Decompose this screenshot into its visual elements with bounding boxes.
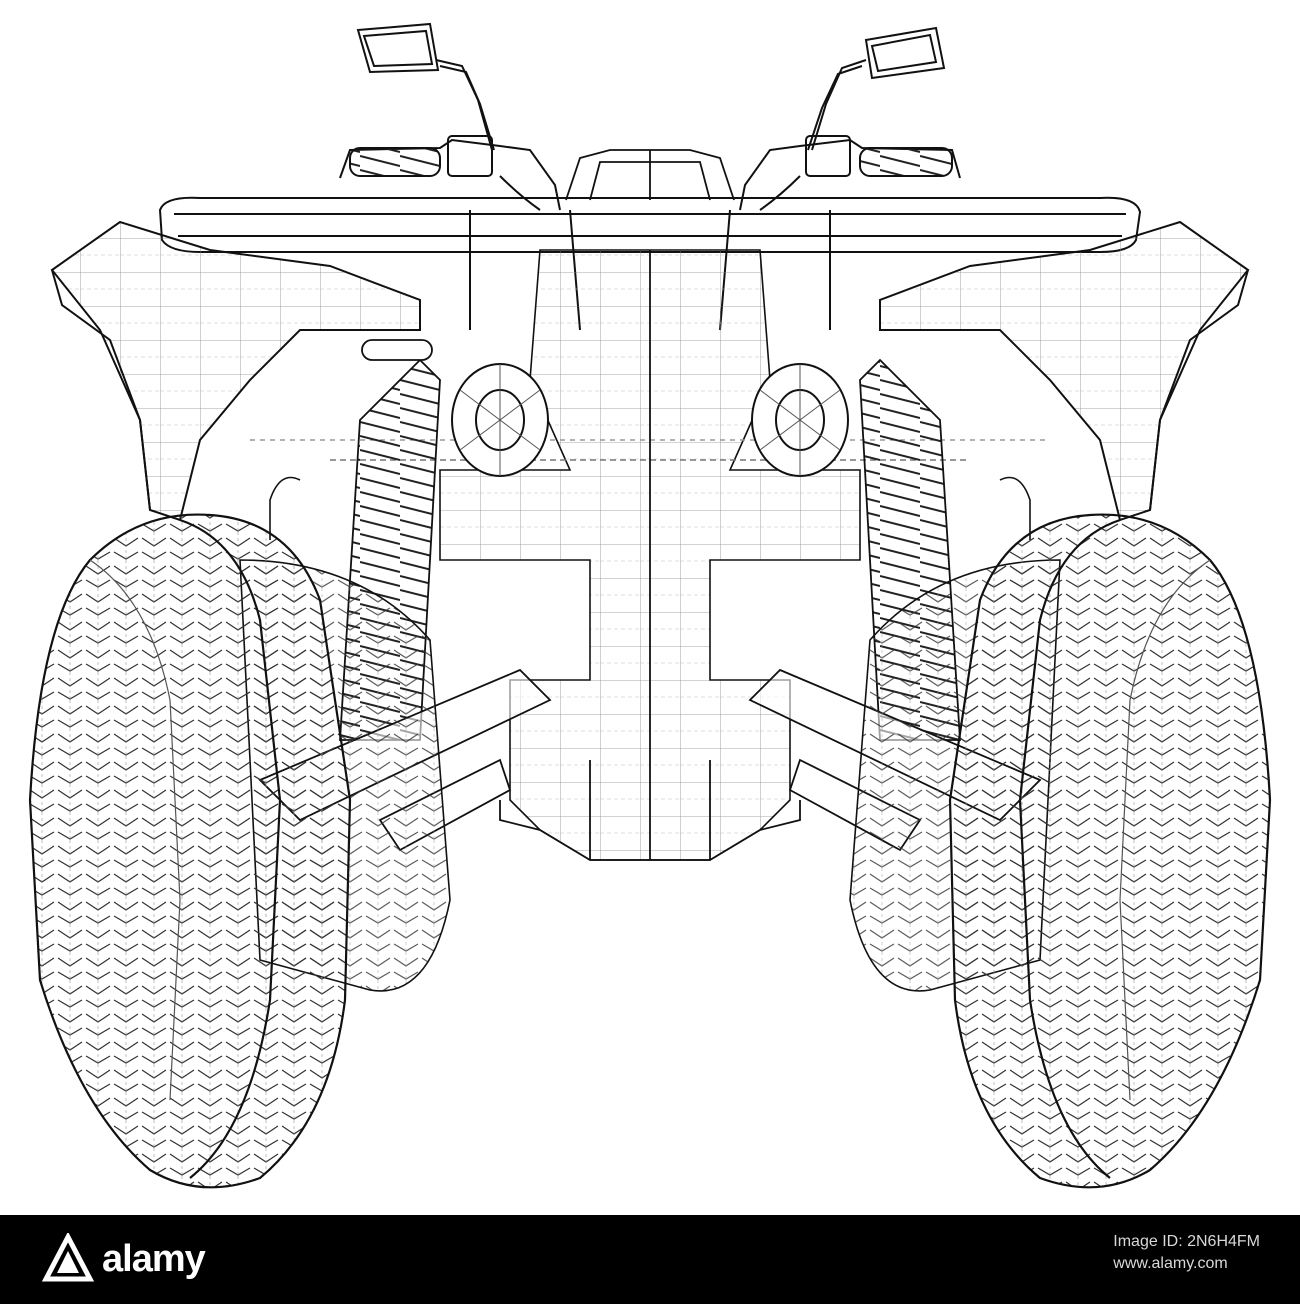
atv-wireframe-illustration xyxy=(28,22,1272,1189)
left-taillight xyxy=(451,363,549,477)
left-fender xyxy=(50,220,421,522)
skid-plate xyxy=(499,250,801,861)
right-fender xyxy=(879,220,1250,522)
image-meta: Image ID: 2N6H4FM www.alamy.com xyxy=(1113,1231,1260,1275)
right-taillight xyxy=(751,363,849,477)
right-tire xyxy=(948,513,1272,1189)
alamy-logo-icon xyxy=(42,1233,94,1282)
image-id-label: Image ID: 2N6H4FM xyxy=(1113,1233,1260,1250)
center-pod xyxy=(565,149,735,201)
right-mirror xyxy=(807,26,946,151)
watermark-footer-bar: alamy Image ID: 2N6H4FM www.alamy.com xyxy=(0,1215,1300,1304)
brand-name: alamy xyxy=(102,1237,206,1280)
left-tire xyxy=(28,513,352,1189)
site-url: www.alamy.com xyxy=(1113,1255,1228,1272)
handlebar xyxy=(339,135,961,211)
atv-wireframe-svg xyxy=(28,22,1272,1189)
brand-logo: alamy xyxy=(42,1233,206,1285)
left-mirror xyxy=(356,22,495,151)
